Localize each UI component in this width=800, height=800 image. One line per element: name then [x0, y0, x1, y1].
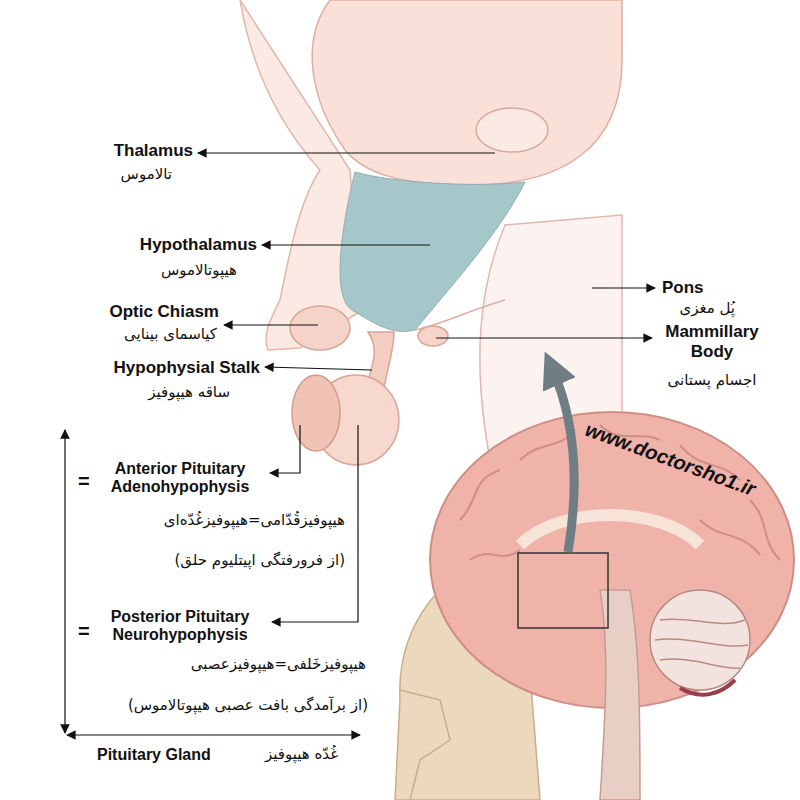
- part-label: Hypophysial Stalk: [114, 358, 260, 378]
- part-label: ساقه هیپوفیز: [148, 384, 230, 401]
- part-label: Pituitary Gland: [97, 746, 211, 764]
- part-label: هیپوفیزخَلفی=هیپوفیزعصبی: [191, 656, 366, 673]
- part-label: پُل مغزی: [679, 300, 735, 317]
- part-label: =: [78, 470, 90, 493]
- part-label: کیاسمای بینایی: [124, 326, 217, 343]
- part-label: هیپوتالاموس: [161, 262, 237, 279]
- part-label: اجسام پستانی: [668, 372, 757, 389]
- part-label: Posterior Pituitary Neurohypophysis: [94, 608, 266, 645]
- part-label: Pons: [662, 278, 704, 298]
- part-label: Anterior Pituitary Adenohypophysis: [94, 460, 266, 497]
- part-label: Optic Chiasm: [109, 302, 219, 322]
- part-label: (از برآمدگی بافت عصبی هیپوتالاموس): [128, 697, 368, 714]
- leader-lines: [65, 153, 655, 735]
- head-inset: [395, 368, 794, 800]
- part-label: (از فرورفتگی اپیتلیوم حلق): [174, 552, 345, 569]
- part-label: هیپوفیزقُدّامی=هیپوفیزغُدّه‌ای: [164, 512, 345, 529]
- part-label: Mammillary Body: [655, 322, 770, 361]
- part-label: Thalamus: [114, 141, 193, 161]
- part-label: غُدّه هیپوفیز: [265, 746, 338, 763]
- part-label: Hypothalamus: [140, 235, 257, 255]
- part-label: تالاموس: [121, 166, 172, 183]
- part-label: =: [78, 620, 90, 643]
